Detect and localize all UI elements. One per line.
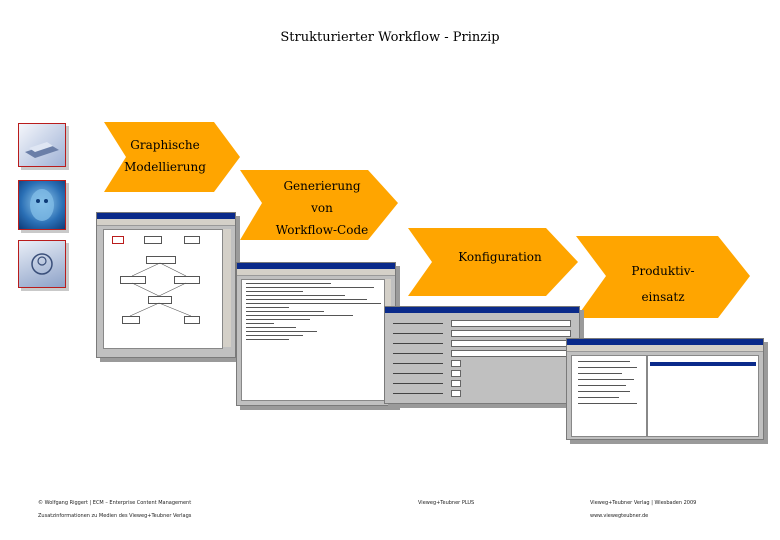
step-2-label: Generierung von Workflow-Code <box>262 175 382 241</box>
step-1-line-2: Modellierung <box>110 156 220 178</box>
screenshot-configuration-dialog <box>384 306 580 404</box>
screenshot-code-editor <box>236 262 396 406</box>
step-4-line-1: Produktiv- <box>608 258 718 284</box>
step-2-line-2: von <box>262 197 382 219</box>
step-4-line-2: einsatz <box>608 284 718 310</box>
step-2-line-3: Workflow-Code <box>262 219 382 241</box>
step-1-line-1: Graphische <box>110 134 220 156</box>
footer-right-line-2: www.viewegteubner.de <box>590 513 648 519</box>
footer-left-line-1: © Wolfgang Riggert | ECM – Enterprise Co… <box>38 500 191 506</box>
screenshot-production-explorer <box>566 338 764 440</box>
step-4-label: Produktiv- einsatz <box>608 258 718 310</box>
footer-middle: Vieweg+Teubner PLUS <box>418 500 474 506</box>
step-3-label: Konfiguration <box>440 246 560 268</box>
footer-left-line-2: Zusatzinformationen zu Medien des Vieweg… <box>38 513 191 519</box>
footer-right-line-1: Vieweg+Teubner Verlag | Wiesbaden 2009 <box>590 500 696 506</box>
step-2-line-1: Generierung <box>262 175 382 197</box>
step-1-label: Graphische Modellierung <box>110 134 220 178</box>
screenshot-modeling-tool <box>96 212 236 358</box>
step-3-line-1: Konfiguration <box>440 246 560 268</box>
